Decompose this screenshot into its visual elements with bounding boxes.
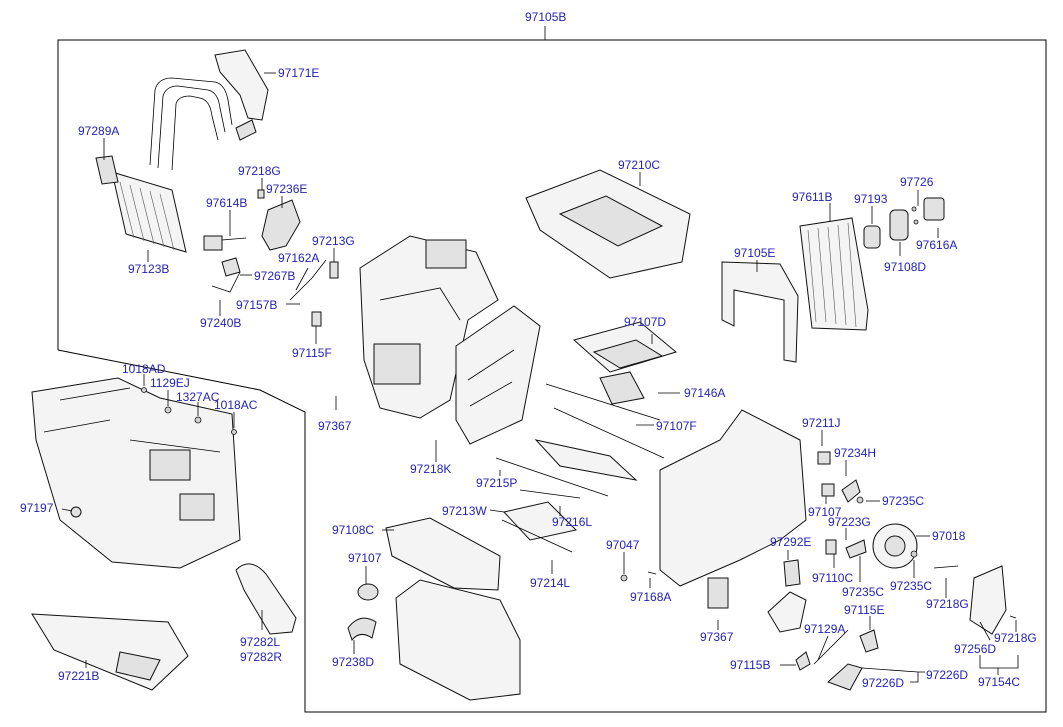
door-parts-center	[495, 321, 678, 553]
mode-actuator-parts	[783, 451, 1017, 635]
label-97289A: 97289A	[78, 124, 119, 138]
label-97107-mid: 97107	[348, 551, 382, 565]
leader-lines	[61, 72, 1019, 683]
label-1327AC: 1327AC	[176, 390, 220, 404]
actuator-small-parts-left	[203, 189, 339, 327]
label-97213G: 97213G	[312, 234, 355, 248]
label-97171E: 97171E	[278, 66, 319, 80]
label-97107F: 97107F	[656, 419, 697, 433]
label-97221B: 97221B	[58, 669, 99, 683]
label-97213W: 97213W	[442, 504, 487, 518]
label-97367-right: 97367	[700, 630, 734, 644]
heater-core	[95, 155, 187, 253]
label-97107D: 97107D	[624, 315, 666, 329]
label-97108C: 97108C	[332, 523, 374, 537]
label-97614B: 97614B	[206, 196, 247, 210]
label-97282R: 97282R	[240, 650, 282, 664]
label-97226D-b: 97226D	[862, 676, 904, 690]
assembly-frame	[57, 26, 1047, 713]
label-97105B: 97105B	[525, 10, 566, 24]
label-97105E: 97105E	[734, 246, 775, 260]
label-97236E: 97236E	[266, 182, 307, 196]
label-97215P: 97215P	[476, 476, 517, 490]
label-1129EJ: 1129EJ	[150, 376, 190, 390]
label-97234H: 97234H	[834, 446, 876, 460]
hvac-assembly-left	[31, 377, 241, 569]
label-97110C: 97110C	[812, 571, 853, 585]
label-97018: 97018	[932, 529, 966, 543]
label-97267B: 97267B	[254, 269, 295, 283]
label-97367: 97367	[318, 419, 352, 433]
label-97154C: 97154C	[978, 675, 1020, 689]
case-half-middle	[455, 305, 541, 445]
label-97197: 97197	[20, 501, 54, 515]
label-97168A: 97168A	[630, 590, 671, 604]
label-97162A: 97162A	[278, 251, 319, 265]
label-97218K: 97218K	[410, 462, 451, 476]
lower-case-parts	[347, 517, 521, 701]
label-97115F: 97115F	[292, 346, 332, 360]
label-97210C: 97210C	[618, 158, 660, 172]
label-97123B: 97123B	[128, 262, 169, 276]
label-97256D: 97256D	[954, 642, 996, 656]
label-97616A: 97616A	[916, 238, 957, 252]
label-97235C-c: 97235C	[890, 579, 932, 593]
label-97235C: 97235C	[882, 494, 924, 508]
filter-cover-97210C	[525, 169, 691, 279]
label-97218G-right: 97218G	[926, 597, 969, 611]
label-97218G-far: 97218G	[994, 631, 1037, 645]
label-97292E: 97292E	[770, 535, 811, 549]
label-97193: 97193	[854, 192, 888, 206]
evaporator-seals	[863, 197, 945, 249]
label-97223G: 97223G	[828, 515, 871, 529]
label-97226D: 97226D	[926, 668, 968, 682]
label-97157B: 97157B	[236, 298, 277, 312]
label-97047: 97047	[606, 538, 640, 552]
label-97611B: 97611B	[792, 190, 832, 204]
label-97282L: 97282L	[240, 635, 280, 649]
label-97146A: 97146A	[684, 386, 725, 400]
label-97235C-b: 97235C	[842, 585, 884, 599]
cover-97221B	[31, 613, 189, 691]
label-97107: 97107	[808, 505, 842, 519]
label-1018AD: 1018AD	[122, 362, 166, 376]
label-97108D: 97108D	[884, 260, 926, 274]
label-97211J: 97211J	[802, 416, 840, 430]
label-97240B: 97240B	[200, 316, 241, 330]
duct-97282	[235, 563, 297, 635]
label-97115E: 97115E	[844, 603, 884, 617]
evaporator	[799, 217, 869, 331]
label-97238D: 97238D	[332, 655, 374, 669]
label-1018AC: 1018AC	[214, 398, 258, 412]
seal-97105E	[721, 261, 799, 363]
label-97115B: 97115B	[730, 658, 770, 672]
label-97214L: 97214L	[530, 576, 570, 590]
heater-core-pipes	[149, 49, 269, 171]
label-97218G: 97218G	[238, 164, 281, 178]
label-97216L: 97216L	[552, 515, 592, 529]
blower-housing-left	[359, 235, 499, 419]
label-97129A: 97129A	[804, 622, 845, 636]
label-97726: 97726	[900, 175, 934, 189]
case-right-assembly	[620, 409, 807, 609]
part-labels: 97105B 97171E 97289A 97123B 97218G 97236…	[20, 10, 1037, 690]
door-link-parts	[767, 591, 879, 691]
